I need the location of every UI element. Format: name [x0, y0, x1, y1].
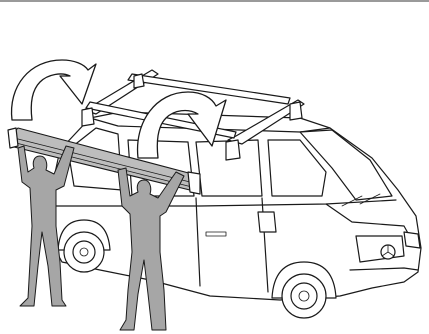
awning-end-cap-left [8, 128, 18, 148]
awning-end-cap-right [188, 172, 200, 194]
van-side-mirror [258, 212, 276, 232]
roof-rack-foot-2 [226, 140, 240, 160]
roof-rack-foot-1 [82, 108, 94, 126]
van-front-wheel [272, 262, 336, 318]
roof-rack-foot-4 [134, 74, 144, 88]
roof-rack-foot-3 [290, 102, 302, 120]
van-headlight [404, 232, 420, 248]
